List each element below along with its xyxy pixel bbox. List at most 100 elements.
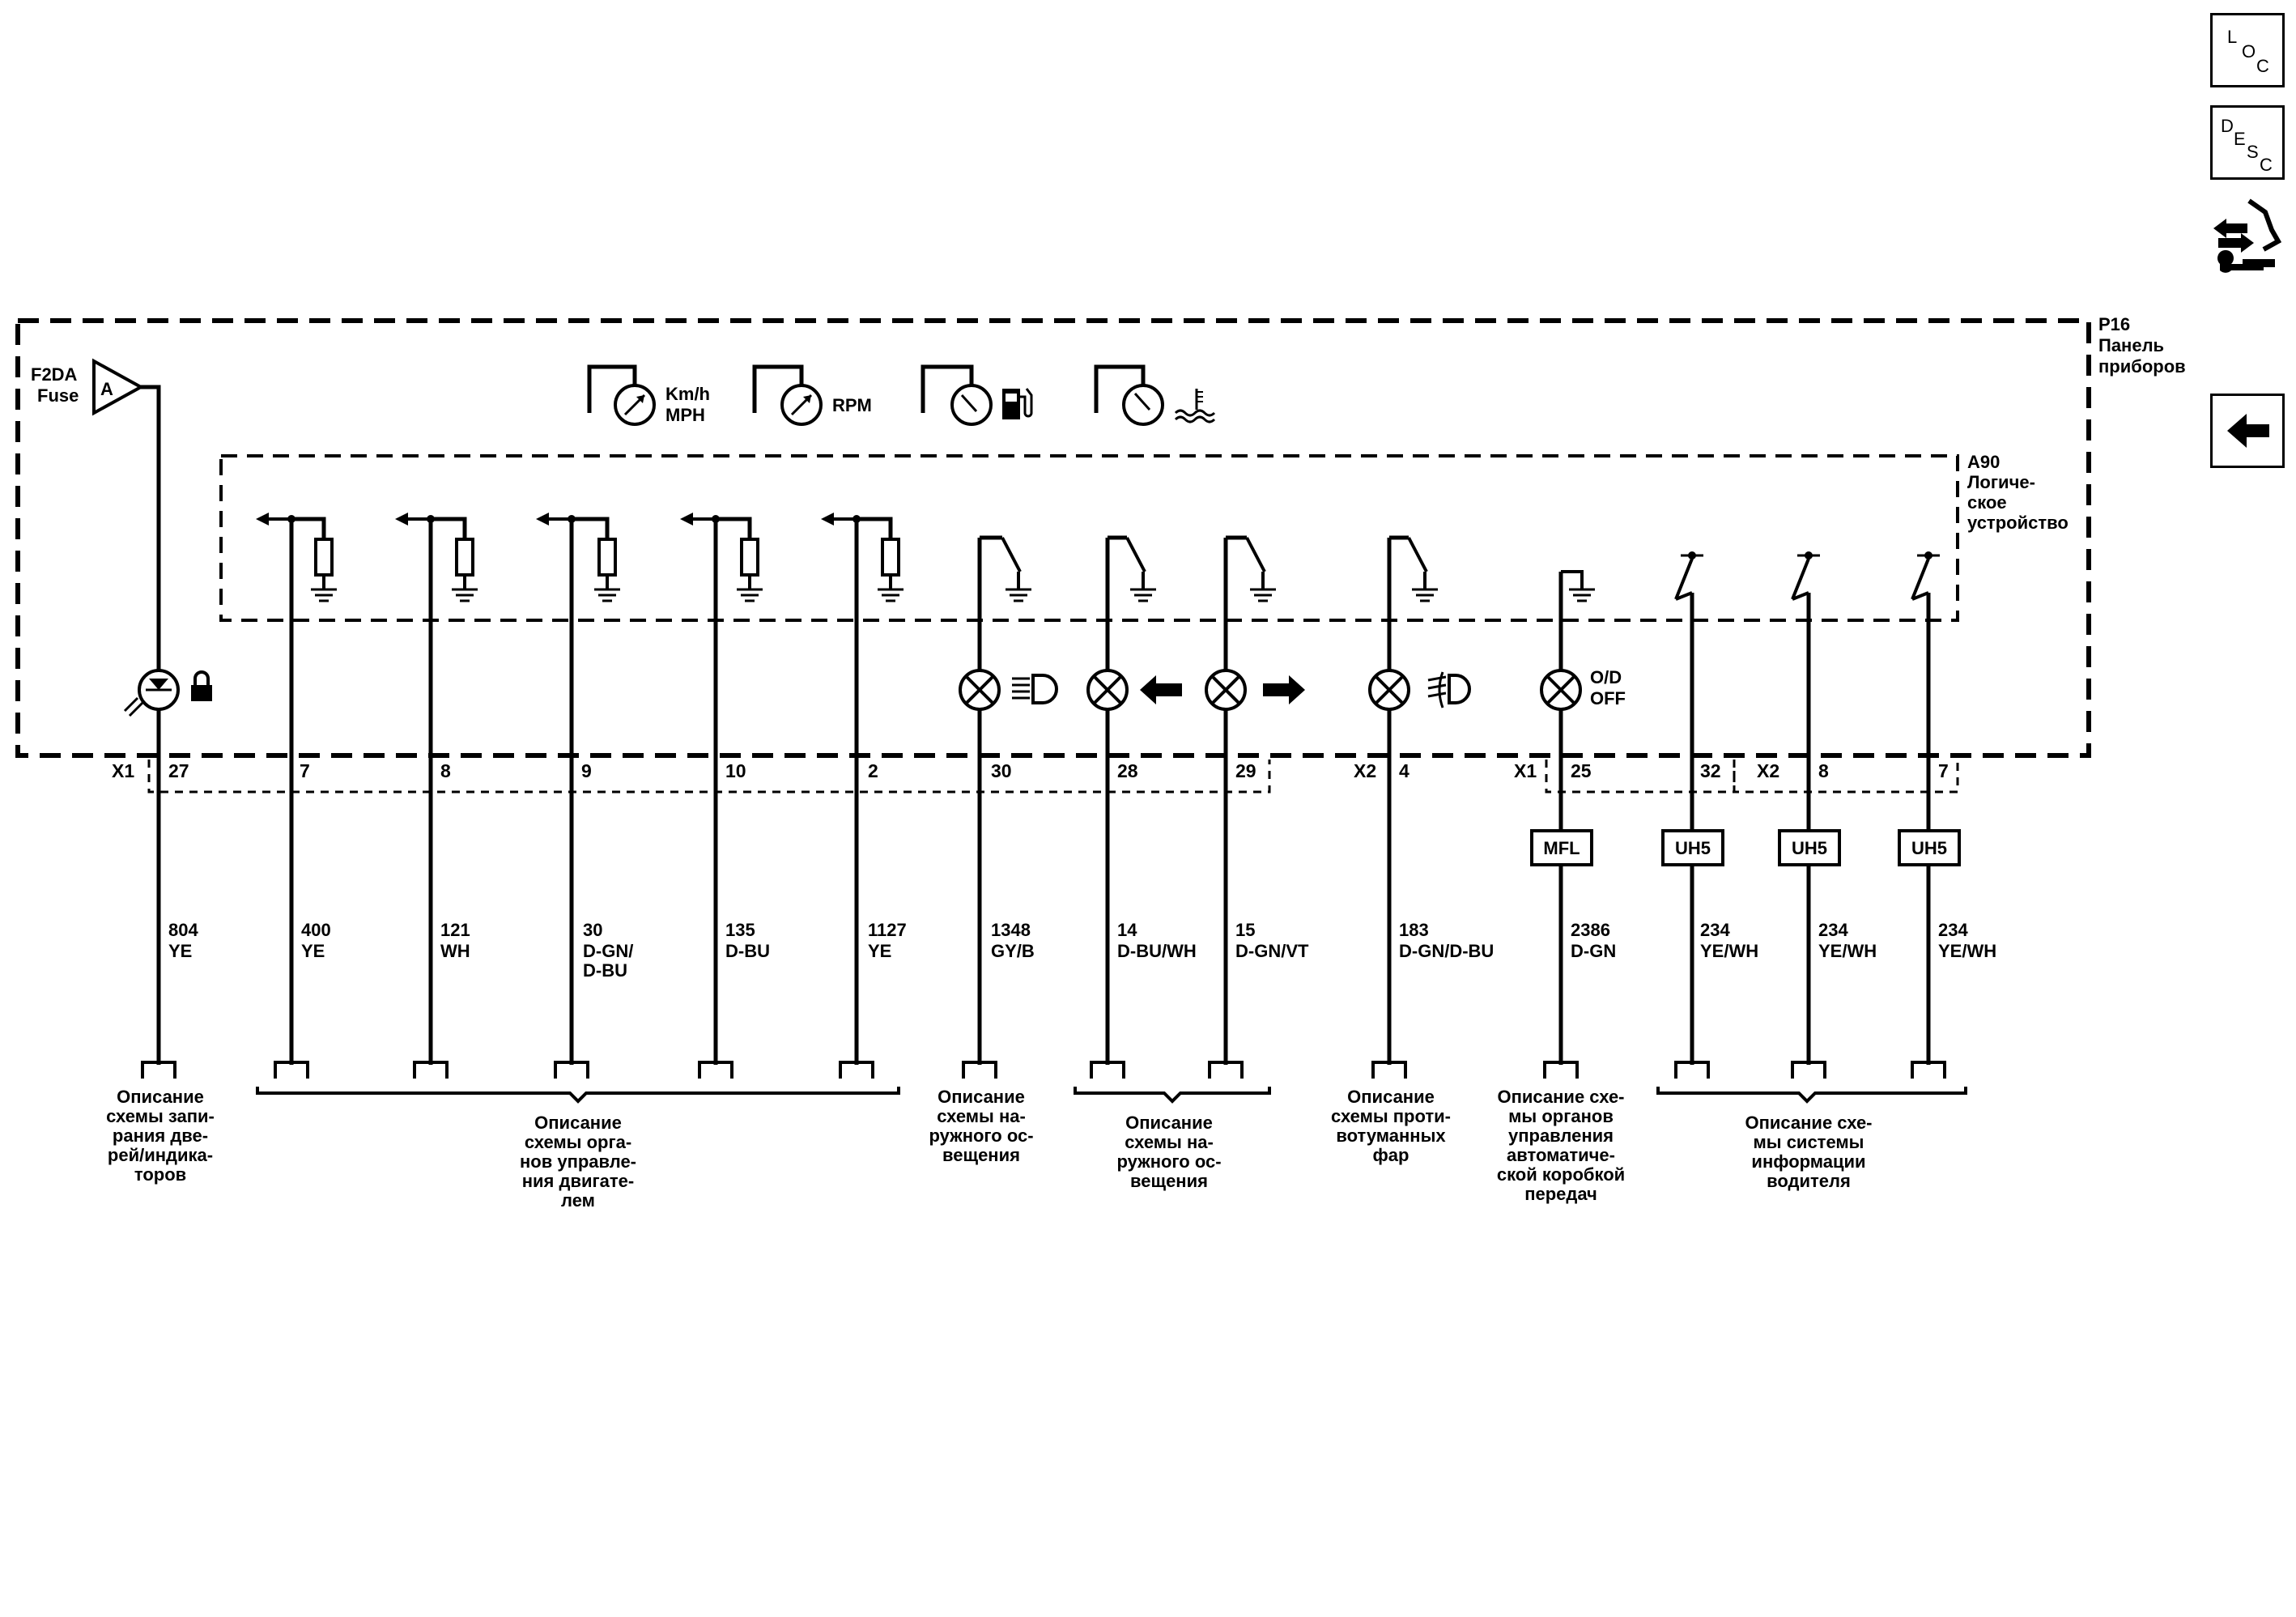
driver-info-input-3 xyxy=(1911,551,1940,844)
wire-label-9: 15 D-GN/VT xyxy=(1235,920,1309,961)
reference-driver-information: Описание схе- мы системы информации води… xyxy=(1745,1113,1872,1191)
reference-text: Описание схе- xyxy=(1745,1113,1872,1133)
back-button[interactable] xyxy=(2210,394,2285,468)
fog-lamp-indicator-driver xyxy=(1368,535,1471,1065)
reference-text: автоматиче- xyxy=(1507,1145,1615,1165)
circuit-number: 135 xyxy=(725,920,755,940)
circuit-number: 234 xyxy=(1938,920,1968,940)
od-label-line2: OFF xyxy=(1590,688,1626,709)
left-turn-indicator-driver xyxy=(1086,535,1182,1065)
circuit-number: 400 xyxy=(301,920,331,940)
wire-color: D-BU xyxy=(725,941,770,961)
wire-color: YE xyxy=(301,941,325,961)
reference-text: лем xyxy=(561,1190,595,1211)
pin-number: 8 xyxy=(440,760,451,781)
reference-text: ния двигате- xyxy=(522,1171,635,1191)
connector-x2-label-2: X2 xyxy=(1757,760,1779,781)
circuit-number: 14 xyxy=(1117,920,1137,940)
wire-label-7: 1348 GY/B xyxy=(991,920,1035,961)
pin-number: 28 xyxy=(1117,760,1138,781)
reference-text: Описание xyxy=(938,1087,1025,1107)
rpm-label: RPM xyxy=(832,395,872,415)
reference-exterior-lighting-2: Описание схемы на- ружного ос- вещения xyxy=(1116,1113,1221,1191)
pin-number: 27 xyxy=(168,760,189,781)
pin-number: 29 xyxy=(1235,760,1256,781)
speed-unit-line1: Km/h xyxy=(665,384,710,404)
option-code: UH5 xyxy=(1792,838,1827,858)
reference-text: Описание xyxy=(1125,1113,1213,1133)
option-code: UH5 xyxy=(1911,838,1947,858)
output-stage-2 xyxy=(395,513,478,1065)
tachometer-gauge: RPM xyxy=(752,364,872,426)
wire-terminals xyxy=(141,1061,1946,1079)
svg-text:C: C xyxy=(2256,56,2269,76)
circuit-number: 234 xyxy=(1700,920,1730,940)
od-label-line1: O/D xyxy=(1590,667,1622,687)
svg-text:C: C xyxy=(2260,155,2273,175)
circuit-number: 15 xyxy=(1235,920,1255,940)
wire-color-2: D-BU xyxy=(583,960,627,981)
wire-color: YE/WH xyxy=(1700,941,1758,961)
circuit-number: 121 xyxy=(440,920,470,940)
reference-text: вещения xyxy=(942,1145,1020,1165)
fuse-label-line1: F2DA xyxy=(31,364,78,385)
wire-color: D-BU/WH xyxy=(1117,941,1197,961)
p16-name-line2: приборов xyxy=(2098,356,2186,377)
svg-text:S: S xyxy=(2247,142,2259,162)
reference-text: фар xyxy=(1373,1145,1409,1165)
wire-color: D-GN/D-BU xyxy=(1399,941,1494,961)
coolant-temperature-icon xyxy=(1174,389,1216,423)
connector-x1-outline xyxy=(147,760,1271,794)
reference-text: мы органов xyxy=(1508,1106,1614,1126)
circuit-number: 183 xyxy=(1399,920,1429,940)
connector-x2-outline xyxy=(1545,760,1959,794)
wire-label-5: 135 D-BU xyxy=(725,920,770,961)
wire-color: YE xyxy=(868,941,891,961)
left-arrow-icon xyxy=(1140,675,1182,704)
locator-button[interactable]: L O C xyxy=(2210,13,2285,87)
reference-text: Описание xyxy=(117,1087,204,1107)
reference-text: Описание xyxy=(1347,1087,1435,1107)
circuit-number: 234 xyxy=(1818,920,1848,940)
od-off-indicator-driver: O/D OFF xyxy=(1540,570,1626,844)
reference-text: вещения xyxy=(1130,1171,1208,1191)
pin-number: 9 xyxy=(581,760,592,781)
fuel-pump-icon xyxy=(1002,388,1033,419)
high-beam-icon xyxy=(1012,674,1058,704)
wire-label-2: 400 YE xyxy=(301,920,331,961)
pin-number: 7 xyxy=(300,760,310,781)
pin-number: 7 xyxy=(1938,760,1949,781)
connector-repair-button[interactable] xyxy=(2210,193,2285,277)
wire-label-13: 234 YE/WH xyxy=(1818,920,1877,961)
pin-number: 32 xyxy=(1700,760,1721,781)
reference-text: вотуманных xyxy=(1336,1126,1446,1146)
description-icon: D E S C xyxy=(2221,116,2273,175)
circuit-number: 1127 xyxy=(868,920,907,940)
wire-color: YE/WH xyxy=(1938,941,1996,961)
speedometer-gauge: Km/h MPH xyxy=(587,364,710,426)
wire-label-6: 1127 YE xyxy=(868,920,907,961)
connector-x1-label-2: X1 xyxy=(1514,760,1537,781)
output-stage-4 xyxy=(680,513,763,1065)
description-button[interactable]: D E S C xyxy=(2210,105,2285,180)
fog-lamp-icon xyxy=(1427,671,1471,709)
reference-text: управления xyxy=(1508,1126,1614,1146)
wire-label-10: 183 D-GN/D-BU xyxy=(1399,920,1494,961)
pin-number: 2 xyxy=(868,760,878,781)
speed-unit-line2: MPH xyxy=(665,405,705,425)
reference-text: схемы на- xyxy=(1125,1132,1214,1152)
wire-color: WH xyxy=(440,941,470,961)
wire-color: GY/B xyxy=(991,941,1035,961)
reference-text: схемы проти- xyxy=(1331,1106,1451,1126)
pin-number: 25 xyxy=(1571,760,1592,781)
wire-label-12: 234 YE/WH xyxy=(1700,920,1758,961)
wire-label-14: 234 YE/WH xyxy=(1938,920,1996,961)
p16-module-boundary xyxy=(15,318,2091,758)
pin-number: 4 xyxy=(1399,760,1409,781)
output-stage-5 xyxy=(821,513,904,1065)
reference-text: передач xyxy=(1524,1184,1597,1204)
driver-info-input-1 xyxy=(1674,551,1703,844)
reference-text: ской коробкой xyxy=(1497,1164,1625,1185)
reference-text: рей/индика- xyxy=(108,1145,213,1165)
